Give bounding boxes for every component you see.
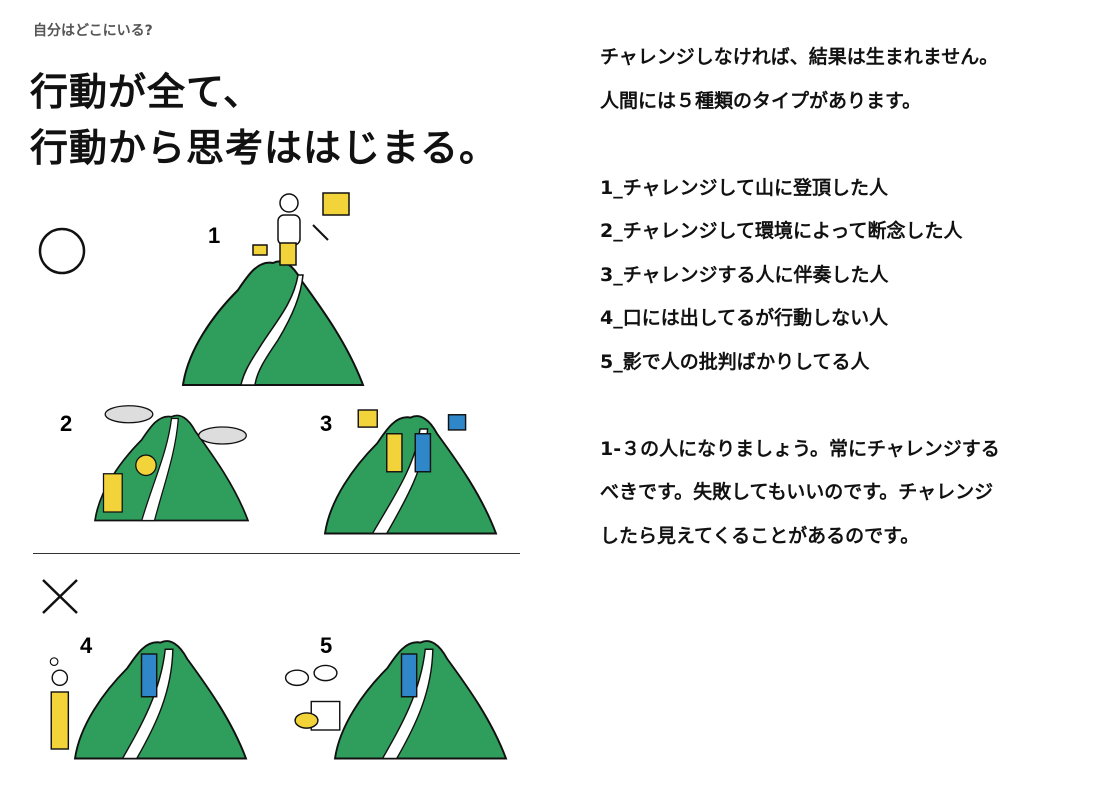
- label-5: 5: [320, 633, 332, 658]
- intro-line-1: チャレンジしなければ、結果は生まれません。: [600, 46, 999, 68]
- conclusion-line-2: べきです。失敗してもいいのです。チャレンジ: [600, 481, 994, 503]
- mountain-1-summit: [182, 192, 364, 386]
- label-3: 3: [320, 411, 332, 436]
- title-line-2: 行動から思考ははじまる。: [30, 126, 499, 170]
- mountain-4-talker: [49, 640, 247, 760]
- body-text: チャレンジしなければ、結果は生まれません。 人間には５種類のタイプがあります。 …: [600, 36, 1000, 558]
- page-title: 行動が全て、 行動から思考ははじまる。: [30, 64, 498, 176]
- type-item-1: 1_チャレンジして山に登頂した人: [600, 176, 888, 199]
- mountain-5-critic: [284, 640, 507, 760]
- mountain-3-accompanied: [324, 409, 497, 535]
- divider: [33, 553, 520, 554]
- type-item-3: 3_チャレンジする人に伴奏した人: [600, 263, 889, 286]
- cross-bad-icon: [42, 579, 78, 614]
- type-item-2: 2_チャレンジして環境によって断念した人: [600, 220, 963, 242]
- label-1: 1: [208, 223, 220, 248]
- page-subtitle: 自分はどこにいる?: [33, 23, 153, 39]
- conclusion-line-3: したら見えてくることがあるのです。: [600, 524, 920, 547]
- circle-good-icon: [38, 227, 86, 275]
- label-4: 4: [80, 633, 93, 658]
- mountain-illustrations: 1 2 3 4 5: [38, 192, 507, 760]
- conclusion-line-1: 1-３の人になりましょう。常にチャレンジする: [600, 437, 1000, 460]
- label-2: 2: [60, 411, 72, 436]
- type-item-4: 4_口には出してるが行動しない人: [600, 307, 889, 329]
- mountain-2-gave-up: [94, 405, 249, 522]
- intro-line-2: 人間には５種類のタイプがあります。: [600, 89, 922, 112]
- type-item-5: 5_影で人の批判ばかりしてる人: [600, 350, 870, 373]
- title-line-1: 行動が全て、: [30, 70, 263, 114]
